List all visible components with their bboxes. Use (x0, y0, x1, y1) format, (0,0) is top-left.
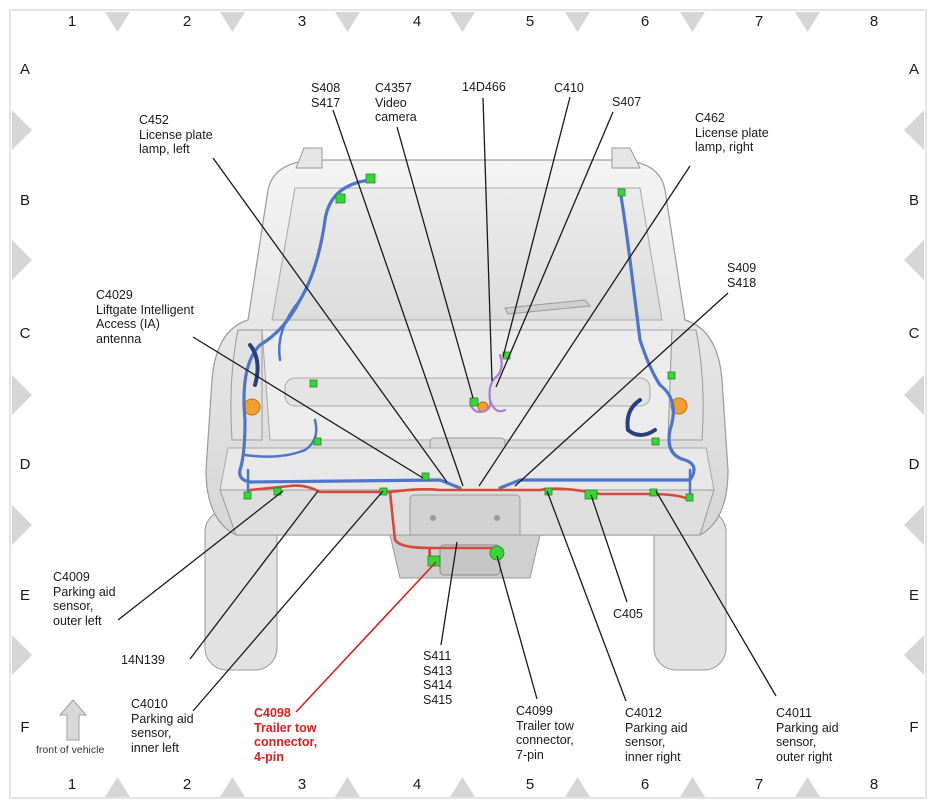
grid-row-e-left: E (19, 587, 30, 604)
grid-col-1-top: 1 (67, 13, 77, 30)
grid-col-4-top: 4 (412, 13, 422, 30)
grid-col-2-bottom: 2 (182, 776, 192, 793)
label-c4357: C4357 Video camera (375, 81, 417, 124)
grid-row-b-left: B (19, 192, 30, 209)
grid-row-f-right: F (909, 719, 919, 736)
grid-col-8-bottom: 8 (869, 776, 879, 793)
grid-col-6-top: 6 (640, 13, 650, 30)
label-c462: C462 License plate lamp, right (695, 111, 769, 154)
label-c4010: C4010 Parking aid sensor, inner left (131, 697, 194, 755)
label-c4012: C4012 Parking aid sensor, inner right (625, 706, 688, 764)
front-of-vehicle-arrow-icon (58, 699, 88, 741)
label-14n139: 14N139 (121, 653, 165, 667)
grid-row-d-right: D (908, 456, 920, 473)
tail-lamp-left-marker (243, 398, 261, 416)
label-c4009: C4009 Parking aid sensor, outer left (53, 570, 116, 628)
grid-col-6-bottom: 6 (640, 776, 650, 793)
front-of-vehicle-label: front of vehicle (36, 744, 105, 756)
grid-col-8-top: 8 (869, 13, 879, 30)
label-c452: C452 License plate lamp, left (139, 113, 213, 156)
grid-col-5-bottom: 5 (525, 776, 535, 793)
grid-col-1-bottom: 1 (67, 776, 77, 793)
grid-col-4-bottom: 4 (412, 776, 422, 793)
label-c4099: C4099 Trailer tow connector, 7-pin (516, 704, 574, 762)
grid-col-3-top: 3 (297, 13, 307, 30)
c4098-leader-line (295, 561, 437, 713)
leader-lines (117, 96, 777, 712)
diagram-frame (9, 9, 927, 799)
harness-wiring (238, 178, 696, 564)
grid-row-b-right: B (908, 192, 919, 209)
grid-row-a-left: A (19, 61, 30, 78)
grid-col-2-top: 2 (182, 13, 192, 30)
grid-col-7-top: 7 (754, 13, 764, 30)
grid-row-f-left: F (20, 719, 30, 736)
label-14d466: 14D466 (462, 80, 506, 94)
label-s409-s418: S409 S418 (727, 261, 757, 290)
tail-lamp-right-marker (670, 397, 688, 415)
grid-row-e-right: E (908, 587, 919, 604)
grid-border-markers (12, 12, 924, 797)
label-c405: C405 (613, 607, 643, 621)
label-s411-s415: S411 S413 S414 S415 (423, 649, 453, 707)
grid-row-a-right: A (908, 61, 919, 78)
grid-col-3-bottom: 3 (297, 776, 307, 793)
grid-row-d-left: D (19, 456, 31, 473)
grid-col-5-top: 5 (525, 13, 535, 30)
label-c4029: C4029 Liftgate Intelligent Access (IA) a… (96, 288, 194, 346)
label-c410: C410 (554, 81, 584, 95)
connector-markers (243, 173, 694, 567)
grid-row-c-left: C (19, 325, 31, 342)
label-s407: S407 (612, 95, 642, 109)
label-s408-s417: S408 S417 (311, 81, 341, 110)
label-c4098: C4098 Trailer tow connector, 4-pin (254, 706, 318, 764)
grid-row-c-right: C (908, 325, 920, 342)
grid-col-7-bottom: 7 (754, 776, 764, 793)
label-c4011: C4011 Parking aid sensor, outer right (776, 706, 839, 764)
